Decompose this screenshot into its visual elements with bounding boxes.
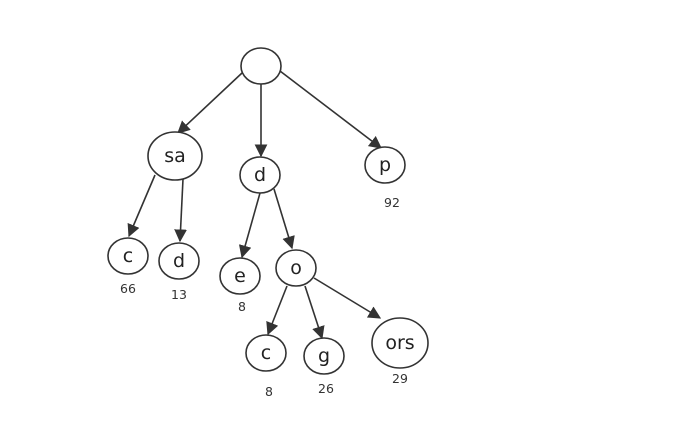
node-g: g xyxy=(303,337,345,375)
edge-sa-d xyxy=(174,178,187,243)
node-d-under-sa: d xyxy=(158,242,200,280)
edge-o-c xyxy=(266,285,288,336)
node-d-label: d xyxy=(254,164,266,186)
node-e: e xyxy=(219,257,261,295)
node-d: d xyxy=(239,156,281,194)
count-c-under-o: 8 xyxy=(265,384,273,399)
count-d-under-sa: 13 xyxy=(171,287,187,302)
count-c-under-sa: 66 xyxy=(120,281,136,296)
edge-sa-c xyxy=(127,174,156,238)
node-sa-label: sa xyxy=(164,145,186,167)
edge-root-p xyxy=(279,70,383,149)
count-ors: 29 xyxy=(392,371,408,386)
node-o-label: o xyxy=(290,257,302,279)
node-sa: sa xyxy=(147,131,203,181)
count-p: 92 xyxy=(384,195,400,210)
node-c-under-o-label: c xyxy=(261,342,271,364)
node-ors: ors xyxy=(371,317,429,369)
node-e-label: e xyxy=(234,265,246,287)
root-node xyxy=(240,47,282,85)
node-o: o xyxy=(275,249,317,287)
node-d-under-sa-label: d xyxy=(173,250,185,272)
node-p-label: p xyxy=(379,154,391,176)
edge-o-ors xyxy=(313,277,382,319)
node-c-under-sa-label: c xyxy=(123,245,133,267)
edge-d-e xyxy=(238,192,261,259)
node-p: p xyxy=(364,146,406,184)
node-ors-label: ors xyxy=(385,332,414,354)
count-e: 8 xyxy=(238,299,246,314)
node-c-under-o: c xyxy=(245,334,287,372)
edge-root-sa xyxy=(177,72,243,134)
edge-o-g xyxy=(304,285,325,340)
edge-d-o xyxy=(273,188,295,250)
node-g-label: g xyxy=(318,345,330,367)
node-c-under-sa: c xyxy=(107,237,149,275)
count-g: 26 xyxy=(318,381,334,396)
